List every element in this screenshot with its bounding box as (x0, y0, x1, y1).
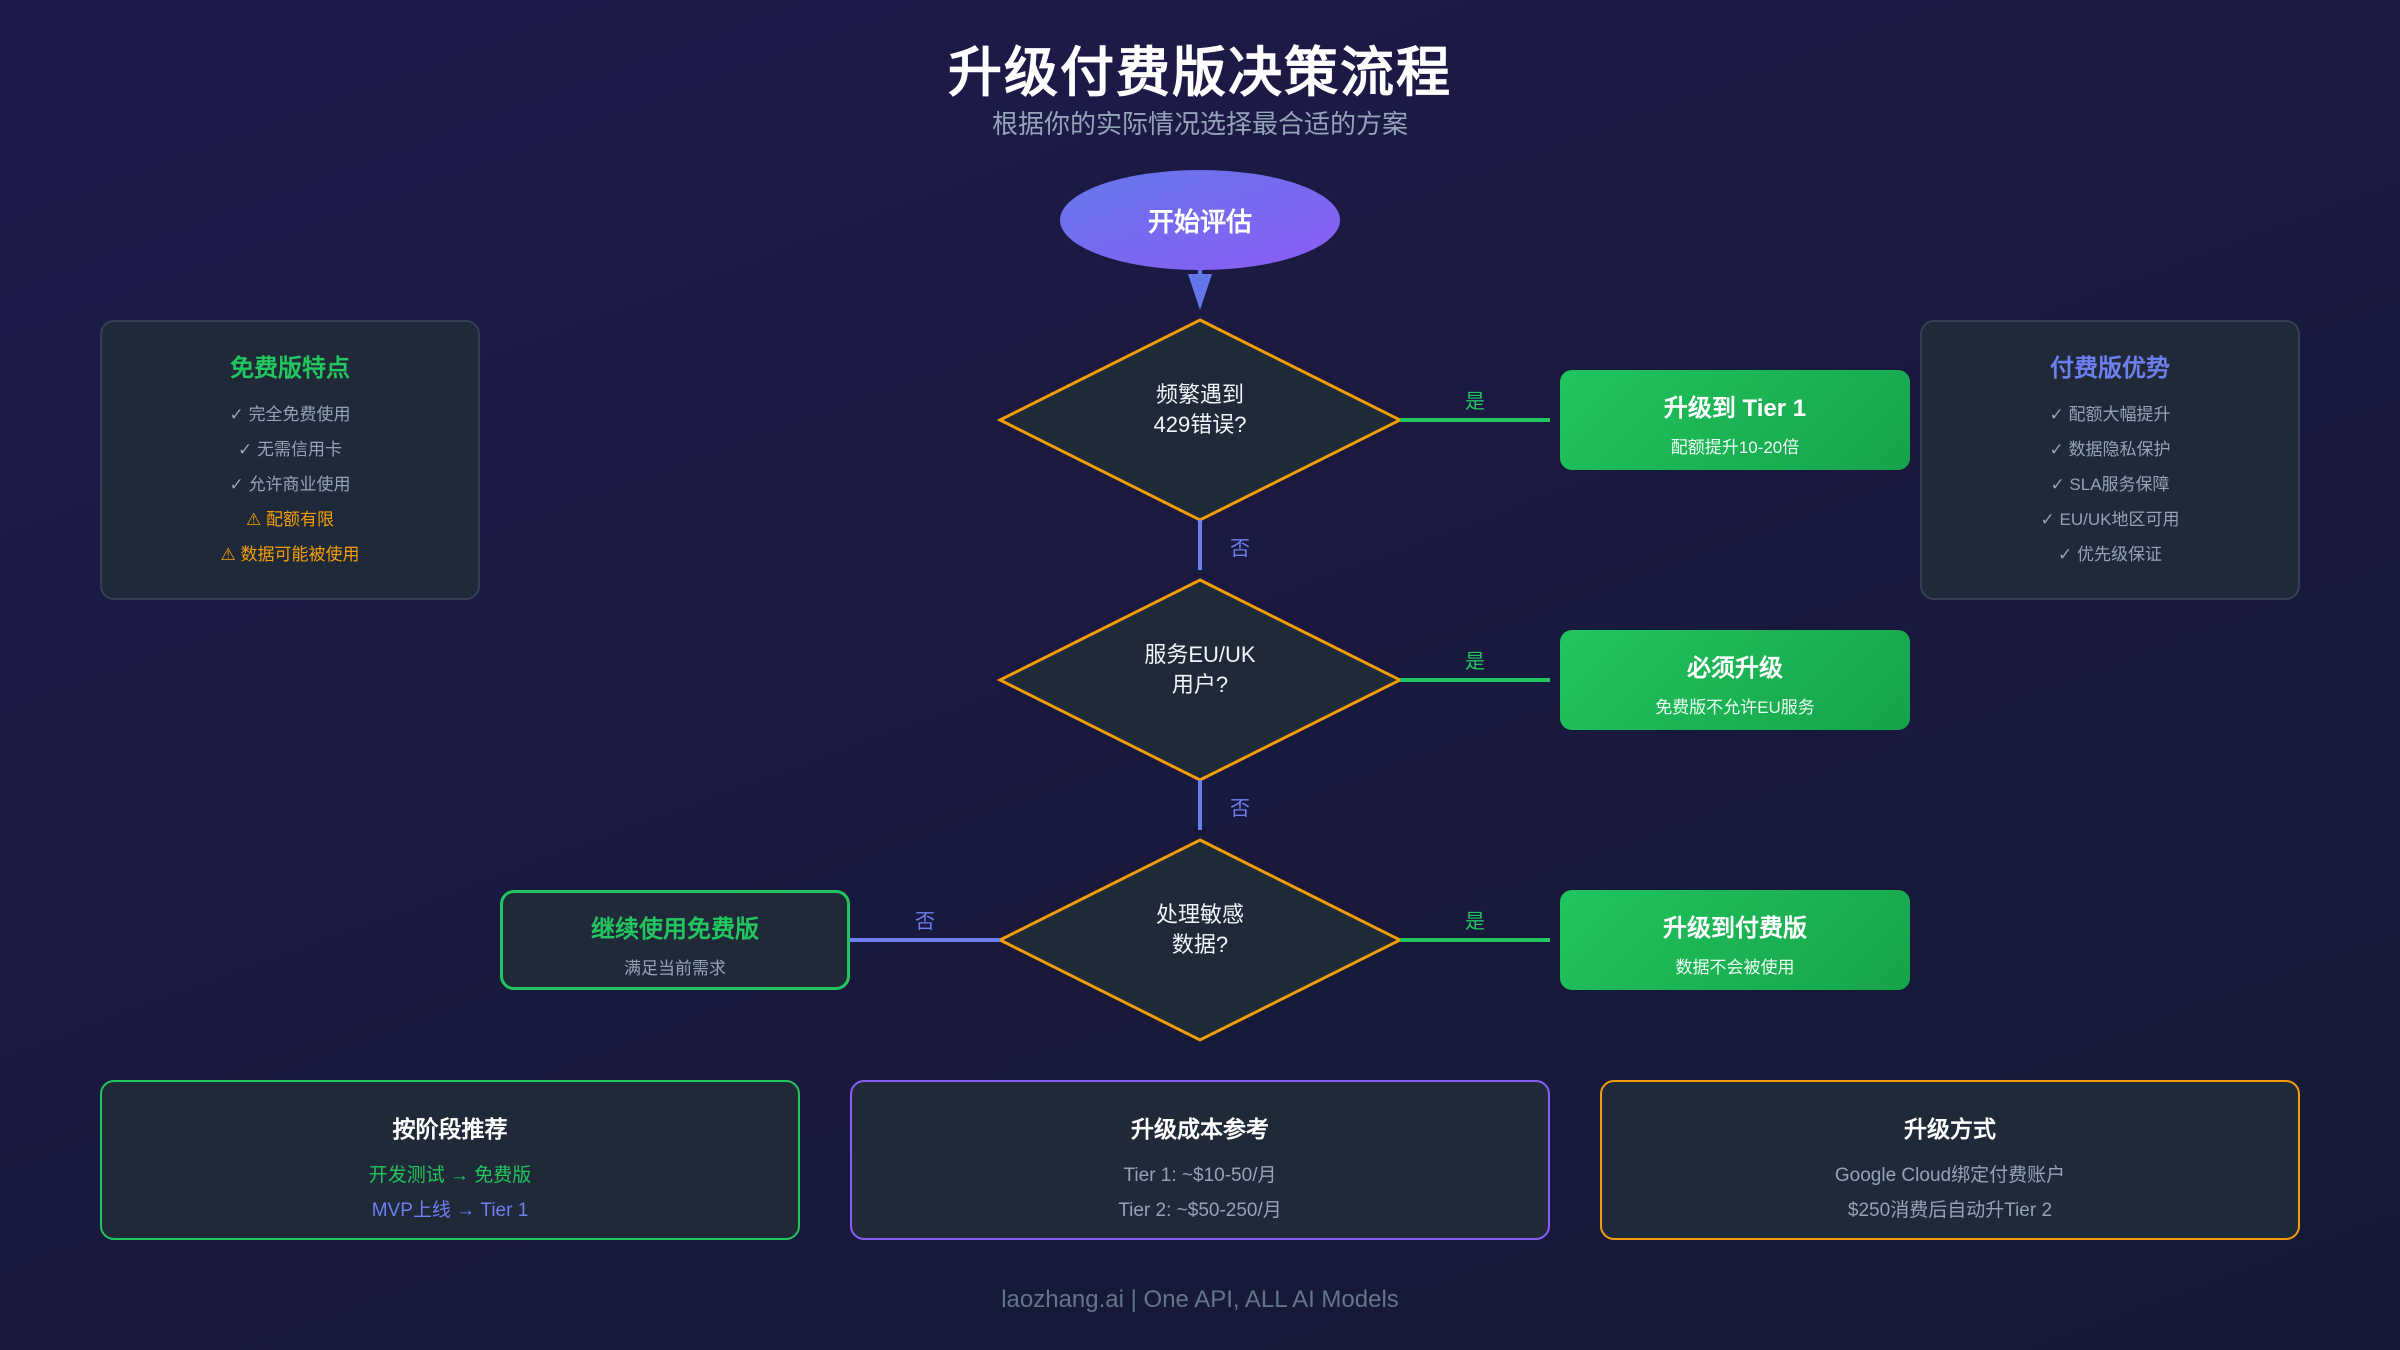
feature-item: ✓ EU/UK地区可用 (2040, 510, 2180, 529)
feature-item: ✓ 数据隐私保护 (2049, 440, 2171, 459)
box-line: Tier 2: ~$50-250/月 (1118, 1200, 1282, 1221)
feature-item-warning: ⚠ 数据可能被使用 (220, 545, 360, 564)
box-line: Tier 1: ~$10-50/月 (1123, 1165, 1277, 1186)
page-title: 升级付费版决策流程 (948, 43, 1452, 103)
result-title: 必须升级 (1687, 655, 1783, 682)
decision-1-line2: 429错误? (1153, 412, 1247, 437)
feature-item: ✓ 配额大幅提升 (2049, 405, 2171, 424)
decision-1-label: 频繁遇到 429错误? (1050, 380, 1350, 440)
yes-label-1: 是 (1465, 391, 1485, 413)
result-title: 继续使用免费版 (591, 916, 759, 943)
result-subtitle: 满足当前需求 (624, 959, 726, 978)
start-node (1060, 170, 1340, 270)
footer-brand: laozhang.ai | One API, ALL AI Models (1001, 1286, 1399, 1313)
feature-item: ✓ 完全免费使用 (229, 405, 351, 424)
start-label: 开始评估 (1147, 207, 1252, 237)
stage-recommendation-box: 按阶段推荐 开发测试 → 免费版 MVP上线 → Tier 1 (100, 1080, 800, 1240)
yes-label-3: 是 (1465, 911, 1485, 933)
box-title: 升级方式 (1904, 1116, 1996, 1142)
panel-title: 付费版优势 (2050, 355, 2170, 382)
result-upgrade-paid: 升级到付费版 数据不会被使用 (1560, 890, 1910, 990)
decision-3-line1: 处理敏感 (1155, 902, 1244, 927)
box-line: MVP上线 → Tier 1 (371, 1200, 529, 1221)
decision-3-line2: 数据? (1171, 932, 1229, 957)
decision-1-line1: 频繁遇到 (1155, 382, 1244, 407)
result-title: 升级到付费版 (1663, 915, 1807, 942)
decision-2-label: 服务EU/UK 用户? (1050, 640, 1350, 700)
feature-item-warning: ⚠ 配额有限 (246, 510, 334, 529)
box-line: $250消费后自动升Tier 2 (1847, 1200, 2053, 1221)
no-label-2: 否 (1230, 798, 1250, 820)
box-line: Google Cloud绑定付费账户 (1834, 1165, 2066, 1186)
result-subtitle: 数据不会被使用 (1675, 958, 1795, 977)
result-subtitle: 免费版不允许EU服务 (1655, 698, 1815, 717)
decision-2-line2: 用户? (1171, 672, 1229, 697)
decision-2-line1: 服务EU/UK (1144, 642, 1256, 667)
result-must-upgrade: 必须升级 免费版不允许EU服务 (1560, 630, 1910, 730)
result-upgrade-tier1: 升级到 Tier 1 配额提升10-20倍 (1560, 370, 1910, 470)
box-title: 升级成本参考 (1131, 1116, 1269, 1142)
feature-item: ✓ 无需信用卡 (238, 440, 342, 459)
arrow-head-icon (1188, 274, 1212, 310)
result-title: 升级到 Tier 1 (1663, 395, 1807, 422)
upgrade-cost-box: 升级成本参考 Tier 1: ~$10-50/月 Tier 2: ~$50-25… (850, 1080, 1550, 1240)
free-features-panel: 免费版特点 ✓ 完全免费使用 ✓ 无需信用卡 ✓ 允许商业使用 ⚠ 配额有限 ⚠… (100, 320, 480, 600)
feature-item: ✓ 允许商业使用 (229, 475, 351, 494)
upgrade-method-box: 升级方式 Google Cloud绑定付费账户 $250消费后自动升Tier 2 (1600, 1080, 2300, 1240)
yes-label-2: 是 (1465, 651, 1485, 673)
feature-item: ✓ 优先级保证 (2058, 545, 2162, 564)
no-label-3: 否 (915, 911, 935, 933)
no-label-1: 否 (1230, 538, 1250, 560)
box-line: 开发测试 → 免费版 (368, 1165, 532, 1186)
box-title: 按阶段推荐 (392, 1116, 508, 1142)
result-subtitle: 配额提升10-20倍 (1670, 438, 1800, 457)
feature-item: ✓ SLA服务保障 (2050, 475, 2170, 494)
panel-title: 免费版特点 (230, 355, 350, 382)
paid-advantages-panel: 付费版优势 ✓ 配额大幅提升 ✓ 数据隐私保护 ✓ SLA服务保障 ✓ EU/U… (1920, 320, 2300, 600)
page-subtitle: 根据你的实际情况选择最合适的方案 (991, 109, 1408, 139)
decision-3-label: 处理敏感 数据? (1050, 900, 1350, 960)
result-continue-free: 继续使用免费版 满足当前需求 (500, 890, 850, 990)
decision-diamond-3 (996, 838, 1404, 1042)
